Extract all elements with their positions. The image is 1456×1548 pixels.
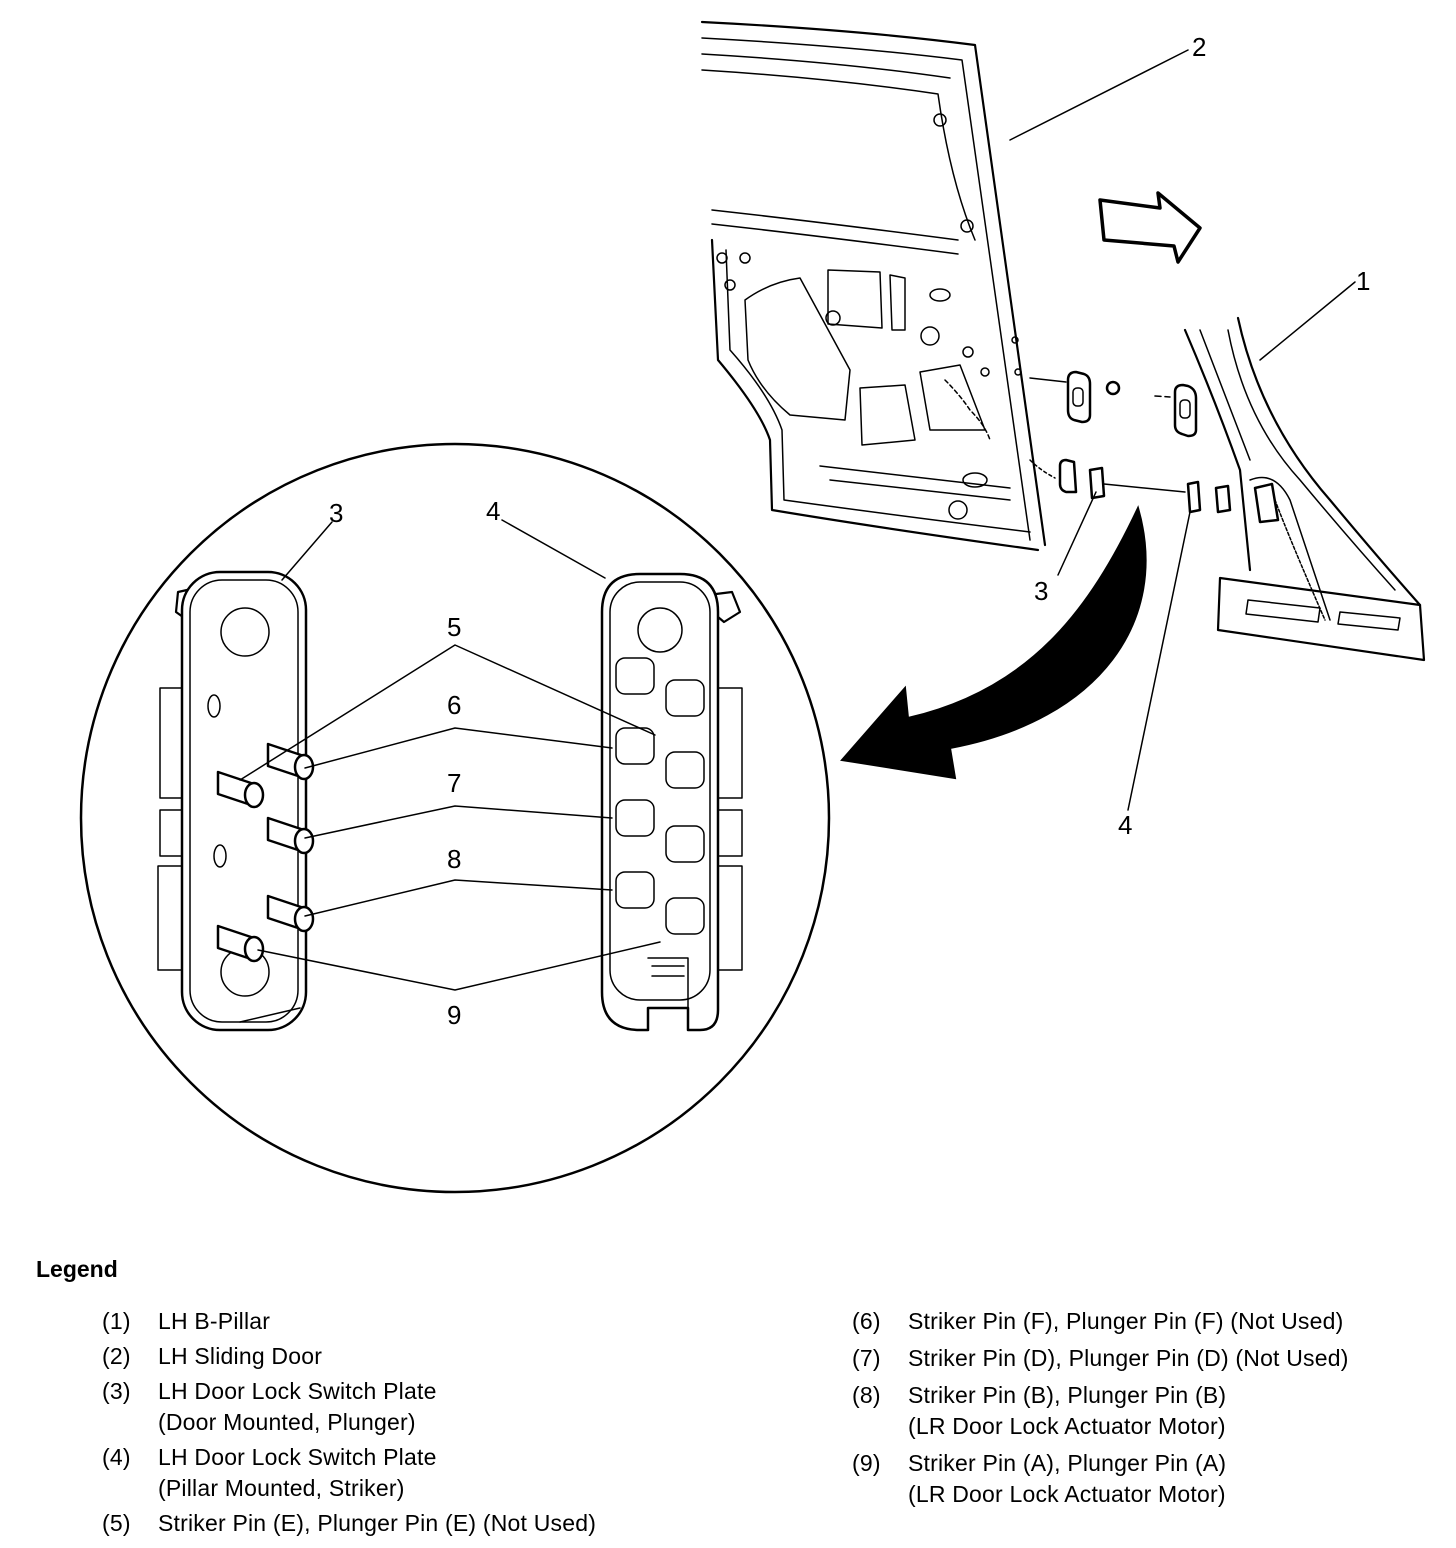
plunger-pin-e — [216, 770, 265, 809]
sliding-door — [700, 20, 1056, 552]
legend-item-number: (8) — [852, 1382, 881, 1408]
legend-item-number: (4) — [102, 1444, 131, 1470]
callout-3-detail: 3 — [329, 498, 343, 528]
detail-view-arrow-icon — [840, 505, 1147, 780]
plunger-pin-d — [266, 816, 315, 855]
switch-plate-door-mounted — [157, 570, 315, 1032]
switch-plate-pillar-mounted — [600, 572, 743, 1032]
legend-item-text: LH Sliding Door — [158, 1343, 323, 1369]
legend-item-3: (3) LH Door Lock Switch Plate (Door Moun… — [102, 1376, 437, 1438]
legend-item-text: Striker Pin (F), Plunger Pin (F) (Not Us… — [908, 1308, 1344, 1334]
b-pillar — [1183, 316, 1426, 662]
legend-item-text: Striker Pin (A), Plunger Pin (A) (LR Doo… — [908, 1450, 1227, 1507]
legend-item-text: LH Door Lock Switch Plate (Pillar Mounte… — [158, 1444, 437, 1501]
callout-9: 9 — [447, 1000, 461, 1030]
legend-item-6: (6) Striker Pin (F), Plunger Pin (F) (No… — [852, 1306, 1343, 1337]
callout-6: 6 — [447, 690, 461, 720]
callout-4: 4 — [1118, 810, 1132, 840]
legend-item-number: (7) — [852, 1345, 881, 1371]
legend-item-5: (5) Striker Pin (E), Plunger Pin (E) (No… — [102, 1508, 596, 1539]
lock-hardware — [1029, 370, 1232, 514]
callout-5: 5 — [447, 612, 461, 642]
door-lock-switch-diagram: 2 1 3 4 3 4 5 6 7 8 9 — [79, 20, 1426, 1194]
legend-item-number: (6) — [852, 1308, 881, 1334]
legend-title: Legend — [36, 1256, 118, 1282]
legend-item-4: (4) LH Door Lock Switch Plate (Pillar Mo… — [102, 1442, 437, 1504]
legend-item-text: LH Door Lock Switch Plate (Door Mounted,… — [158, 1378, 437, 1435]
legend-item-text: Striker Pin (E), Plunger Pin (E) (Not Us… — [158, 1510, 597, 1536]
legend-item-2: (2) LH Sliding Door — [102, 1341, 322, 1372]
legend-item-text: Striker Pin (B), Plunger Pin (B) (LR Doo… — [908, 1382, 1227, 1439]
legend-item-number: (2) — [102, 1343, 131, 1369]
detail-circle — [79, 442, 831, 1194]
legend-item-8: (8) Striker Pin (B), Plunger Pin (B) (LR… — [852, 1380, 1226, 1442]
legend-item-text: Striker Pin (D), Plunger Pin (D) (Not Us… — [908, 1345, 1349, 1371]
callout-8: 8 — [447, 844, 461, 874]
callout-1: 1 — [1356, 266, 1370, 296]
legend-item-number: (3) — [102, 1378, 131, 1404]
legend-item-text: LH B-Pillar — [158, 1308, 271, 1334]
legend-item-1: (1) LH B-Pillar — [102, 1306, 270, 1337]
plunger-pin-f — [266, 742, 315, 781]
plunger-pin-b — [266, 894, 315, 933]
callout-7: 7 — [447, 768, 461, 798]
direction-arrow-icon — [1098, 191, 1202, 264]
legend-item-number: (5) — [102, 1510, 131, 1536]
legend-item-number: (9) — [852, 1450, 881, 1476]
leader-lines — [239, 49, 1356, 991]
legend-item-9: (9) Striker Pin (A), Plunger Pin (A) (LR… — [852, 1448, 1226, 1510]
legend-item-number: (1) — [102, 1308, 131, 1334]
callout-4-detail: 4 — [486, 496, 500, 526]
plunger-pin-a — [216, 924, 265, 963]
callout-3: 3 — [1034, 576, 1048, 606]
legend-item-7: (7) Striker Pin (D), Plunger Pin (D) (No… — [852, 1343, 1349, 1374]
callout-2: 2 — [1192, 32, 1206, 62]
